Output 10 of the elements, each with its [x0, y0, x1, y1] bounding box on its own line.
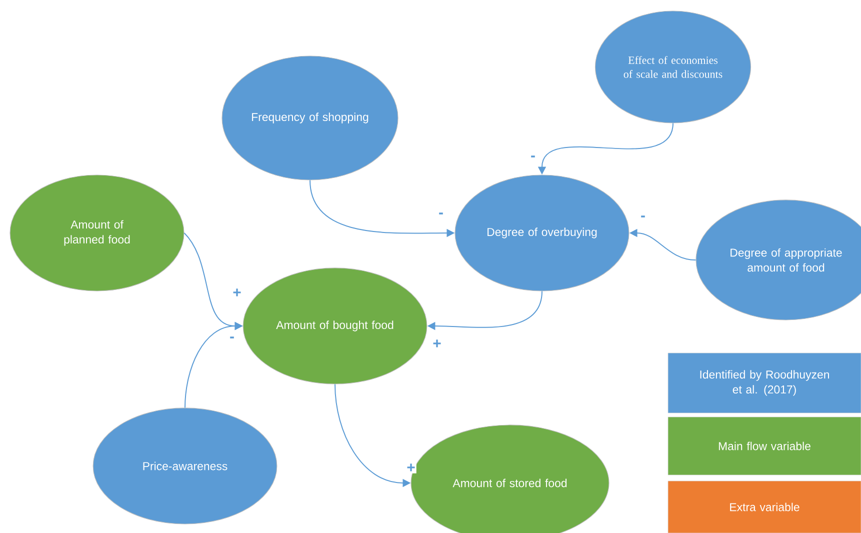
sign-label: - — [640, 214, 646, 222]
legend-box: Main flow variable — [668, 416, 861, 476]
legend-box: Identified by Roodhuyzen et al. (2017) — [668, 352, 861, 414]
sign-label: + — [406, 462, 416, 474]
sign-label: - — [530, 154, 536, 162]
sign-label: + — [232, 288, 242, 298]
sign-label: - — [438, 212, 444, 218]
sign-label: - — [228, 336, 236, 342]
sign-label: + — [432, 338, 442, 350]
legend-box: Extra variable — [668, 480, 861, 533]
